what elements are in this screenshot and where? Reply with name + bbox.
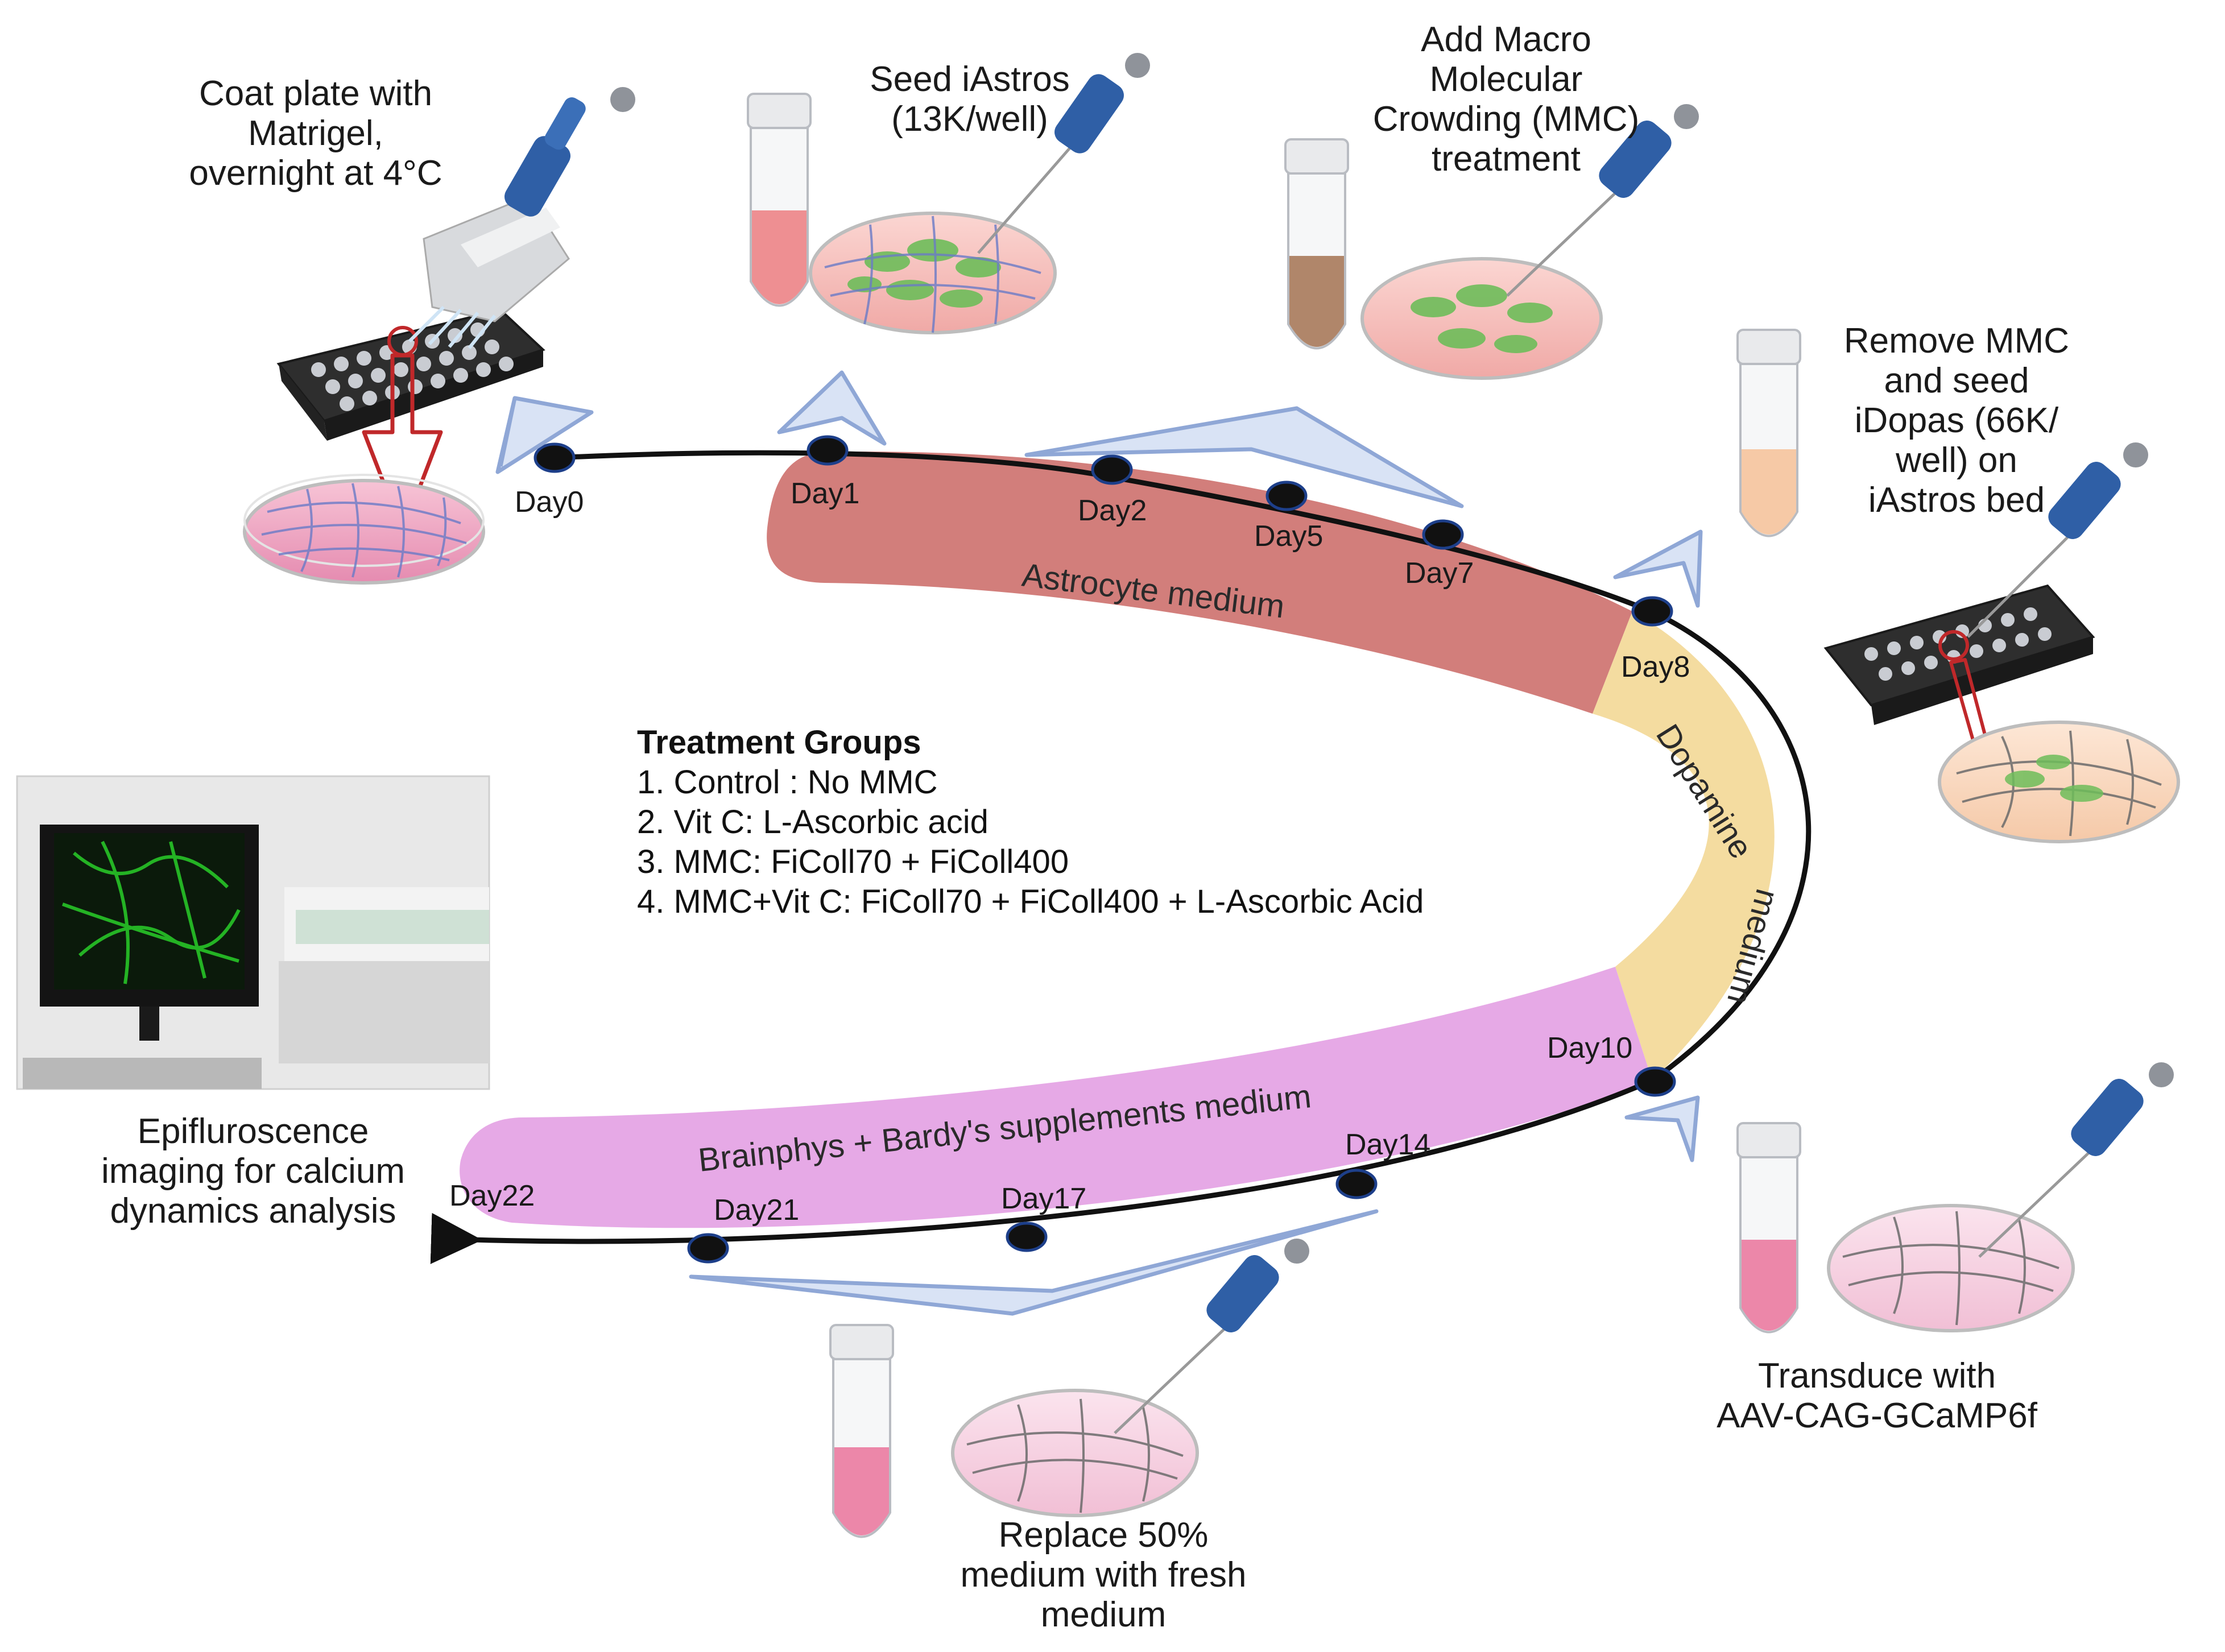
remove-mmc-text: Remove MMC and seed iDopas (66K/ well) o…: [1844, 321, 2069, 520]
treatment-groups: Treatment Groups 1. Control : No MMC 2. …: [637, 724, 1424, 920]
seed-astros-illustration: [747, 53, 1150, 334]
day-label-5: Day5: [1254, 520, 1323, 553]
day7-node[interactable]: [1422, 519, 1464, 550]
remove-mmc-illustration: [1736, 329, 2180, 843]
treatment-groups-title: Treatment Groups: [637, 724, 921, 761]
svg-text:imaging for calcium: imaging for calcium: [101, 1152, 405, 1191]
day1-node[interactable]: [807, 435, 849, 466]
timeline-line: [430, 450, 1812, 1264]
mmc-text: Add Macro Molecular Crowding (MMC) treat…: [1373, 20, 1639, 179]
treatment-group-1: 1. Control : No MMC: [637, 764, 938, 801]
dopamine-medium-band: [1593, 611, 1775, 1080]
svg-text:Remove MMC: Remove MMC: [1844, 321, 2069, 361]
svg-text:overnight at 4°C: overnight at 4°C: [189, 154, 442, 193]
mmc-illustration: [1284, 104, 1699, 380]
day2-node[interactable]: [1091, 454, 1133, 485]
svg-text:dynamics analysis: dynamics analysis: [110, 1191, 396, 1231]
svg-text:Matrigel,: Matrigel,: [248, 114, 383, 153]
treatment-group-3: 3. MMC: FiColl70 + FiColl400: [637, 843, 1069, 880]
day0-node[interactable]: [533, 442, 576, 473]
svg-text:Seed iAstros: Seed iAstros: [870, 60, 1070, 99]
brainphys-medium-band: [460, 967, 1652, 1228]
day14-node[interactable]: [1335, 1169, 1378, 1199]
day21-node[interactable]: [687, 1233, 729, 1264]
day8-node[interactable]: [1631, 596, 1673, 627]
svg-text:iDopas (66K/: iDopas (66K/: [1855, 401, 2059, 440]
svg-text:(13K/well): (13K/well): [891, 100, 1048, 139]
svg-text:medium: medium: [1041, 1595, 1167, 1634]
svg-text:and seed: and seed: [1884, 361, 2029, 400]
coat-plate-text: Coat plate with Matrigel, overnight at 4…: [189, 74, 442, 193]
replace-medium-text: Replace 50% medium with fresh medium: [960, 1516, 1246, 1634]
svg-text:Coat plate with: Coat plate with: [199, 74, 432, 113]
microscope-photo: [16, 775, 490, 1090]
svg-text:AAV-CAG-GCaMP6f: AAV-CAG-GCaMP6f: [1717, 1396, 2038, 1435]
arrow-day2-7-icon: [1024, 406, 1464, 508]
day17-node[interactable]: [1006, 1222, 1048, 1252]
day-label-17: Day17: [1001, 1182, 1086, 1215]
arrow-day10-icon: [1624, 1095, 1700, 1162]
day-label-2: Day2: [1078, 494, 1147, 527]
seed-astros-text: Seed iAstros (13K/well): [870, 60, 1070, 139]
arrow-day8-icon: [1613, 529, 1703, 608]
day-label-22: Day22: [449, 1179, 535, 1212]
astrocyte-medium-band: [767, 452, 1632, 714]
day-label-0: Day0: [515, 486, 584, 519]
svg-text:Replace 50%: Replace 50%: [999, 1516, 1209, 1555]
replace-medium-illustration: [829, 1239, 1309, 1538]
svg-text:Epifluroscence: Epifluroscence: [138, 1112, 369, 1151]
day-label-14: Day14: [1345, 1128, 1430, 1161]
svg-text:treatment: treatment: [1432, 139, 1581, 179]
svg-text:Crowding (MMC): Crowding (MMC): [1373, 100, 1639, 139]
arrow-day1-icon: [777, 370, 887, 446]
treatment-group-4: 4. MMC+Vit C: FiColl70 + FiColl400 + L-A…: [637, 883, 1424, 920]
day5-node[interactable]: [1265, 481, 1308, 511]
imaging-text: Epifluroscence imaging for calcium dynam…: [101, 1112, 405, 1231]
treatment-group-2: 2. Vit C: L-Ascorbic acid: [637, 804, 989, 841]
arrow-day14-21-icon: [689, 1209, 1379, 1316]
day-label-1: Day1: [791, 477, 859, 510]
day-label-21: Day21: [714, 1194, 799, 1227]
chevron-arrows: [495, 370, 1703, 1316]
svg-text:Transduce with: Transduce with: [1758, 1356, 1996, 1396]
svg-text:medium with fresh: medium with fresh: [960, 1555, 1246, 1595]
coat-plate-illustration: [243, 87, 635, 585]
day10-node[interactable]: [1634, 1066, 1676, 1097]
transduce-illustration: [1736, 1062, 2174, 1334]
svg-text:iAstros bed: iAstros bed: [1868, 481, 2045, 520]
day-nodes: [533, 435, 1676, 1264]
transduce-text: Transduce with AAV-CAG-GCaMP6f: [1717, 1356, 2038, 1435]
svg-text:Molecular: Molecular: [1430, 60, 1583, 99]
svg-text:Add Macro: Add Macro: [1421, 20, 1591, 59]
day-label-7: Day7: [1405, 557, 1474, 590]
svg-text:well) on: well) on: [1895, 441, 2017, 480]
day-label-10: Day10: [1547, 1032, 1632, 1065]
day-label-8: Day8: [1621, 651, 1690, 684]
arrow-day0-icon: [495, 396, 594, 474]
